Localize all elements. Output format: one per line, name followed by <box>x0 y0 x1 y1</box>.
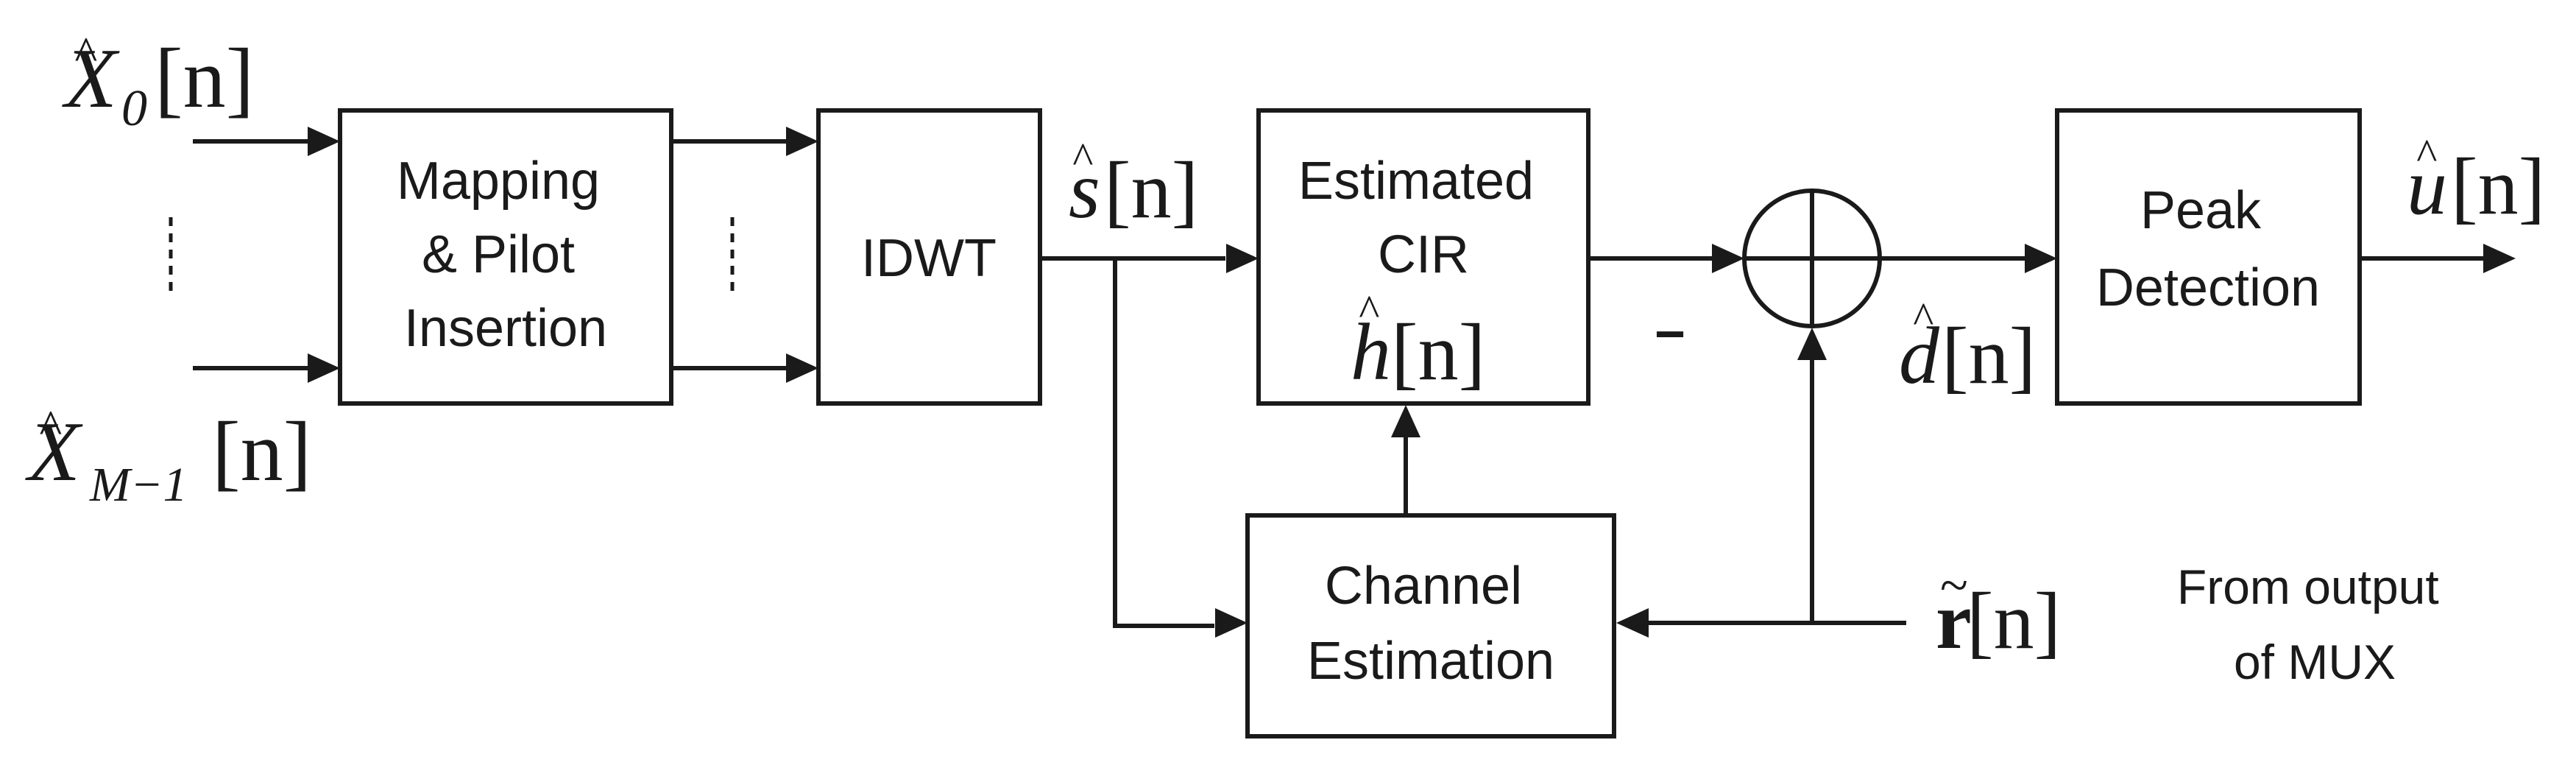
cir-label: Estimated CIR <box>1298 152 1549 284</box>
wire-s-to-channel-estimation <box>1113 258 1214 628</box>
peak-detection-label-line-1: Peak <box>2140 181 2262 240</box>
arrowhead-mapping-bottom <box>308 353 340 383</box>
mapping-block <box>338 108 673 406</box>
signal-s: ^ s [n] <box>1069 134 1198 235</box>
signal-xm1-arg: [n] <box>212 405 311 499</box>
arrowhead-channel-estimation-right <box>1616 608 1649 638</box>
signal-x0-subscript: 0 <box>121 80 147 137</box>
signal-u-arg: [n] <box>2451 141 2545 231</box>
mapping-label: Mapping & Pilot Insertion <box>397 152 615 358</box>
arrowhead-cir-bottom <box>1391 405 1420 437</box>
blocks <box>338 108 2362 738</box>
signal-d: ^ d [n] <box>1899 294 2036 401</box>
signal-s-hat: ^ <box>1072 134 1093 183</box>
signal-r: ~ r [n] <box>1936 557 2061 666</box>
signal-h-base: h <box>1351 307 1391 397</box>
source-note-line-2: of MUX <box>2234 635 2396 689</box>
signal-u: ^ u [n] <box>2407 130 2545 231</box>
channel-estimation-block <box>1245 513 1616 738</box>
peak-detection-label: Peak Detection <box>2096 181 2320 317</box>
cir-block <box>1256 108 1590 406</box>
signal-r-arg: [n] <box>1967 576 2061 666</box>
signal-d-base: d <box>1899 311 1940 401</box>
signal-xm1-subscript: M−1 <box>89 458 188 512</box>
arrowhead-output <box>2483 244 2516 273</box>
signal-u-hat: ^ <box>2416 130 2437 179</box>
cir-label-line-1: Estimated <box>1298 152 1534 211</box>
signal-r-base: r <box>1936 576 1972 666</box>
peak-detection-block <box>2055 108 2362 406</box>
signal-x0-arg: [n] <box>155 32 254 126</box>
arrowheads <box>308 127 2516 638</box>
signal-s-arg: [n] <box>1104 145 1198 235</box>
mapping-label-line-1: Mapping <box>397 152 600 211</box>
arrowhead-adder-left <box>1712 244 1744 273</box>
arrowhead-peak-detection-input <box>2025 244 2057 273</box>
arrowhead-idwt-bottom <box>786 353 818 383</box>
source-note: From output of MUX <box>2177 560 2452 689</box>
signal-d-arg: [n] <box>1942 311 2036 401</box>
arrowhead-cir-input <box>1226 244 1259 273</box>
adder <box>1742 188 1882 328</box>
signal-xm1-hat: ^ <box>38 401 62 454</box>
signal-h-hat: ^ <box>1358 286 1379 335</box>
signal-u-base: u <box>2407 141 2447 231</box>
wires <box>193 139 2488 628</box>
signal-xm1-base: X <box>25 405 83 499</box>
signal-r-tilde: ~ <box>1940 557 1968 614</box>
mapping-label-line-2: & Pilot <box>422 225 575 284</box>
channel-estimation-label-line-2: Estimation <box>1307 632 1554 691</box>
signal-xm1: ^ X M−1 [n] <box>25 401 311 512</box>
arrowhead-mapping-top <box>308 127 340 156</box>
signal-s-base: s <box>1069 145 1100 235</box>
signal-d-hat: ^ <box>1912 294 1933 342</box>
arrowhead-idwt-top <box>786 127 818 156</box>
source-note-line-1: From output <box>2177 560 2439 614</box>
signal-h-arg: [n] <box>1391 307 1485 397</box>
idwt-block <box>816 108 1042 406</box>
minus-sign: − <box>1655 305 1685 364</box>
arrowhead-adder-bottom <box>1797 328 1827 360</box>
peak-detection-label-line-2: Detection <box>2096 258 2320 317</box>
arrowhead-channel-estimation-left <box>1215 608 1248 638</box>
channel-estimation-label: Channel Estimation <box>1307 557 1554 691</box>
idwt-label: IDWT <box>861 229 997 288</box>
signal-x0-hat: ^ <box>74 27 97 81</box>
cir-label-line-2: CIR <box>1378 225 1469 284</box>
signal-h: ^ h [n] <box>1351 286 1485 397</box>
channel-estimation-label-line-1: Channel <box>1325 557 1522 616</box>
signal-x0-base: X <box>62 32 120 126</box>
signal-x0: ^ X 0 [n] <box>62 27 254 137</box>
mapping-label-line-3: Insertion <box>404 299 607 358</box>
